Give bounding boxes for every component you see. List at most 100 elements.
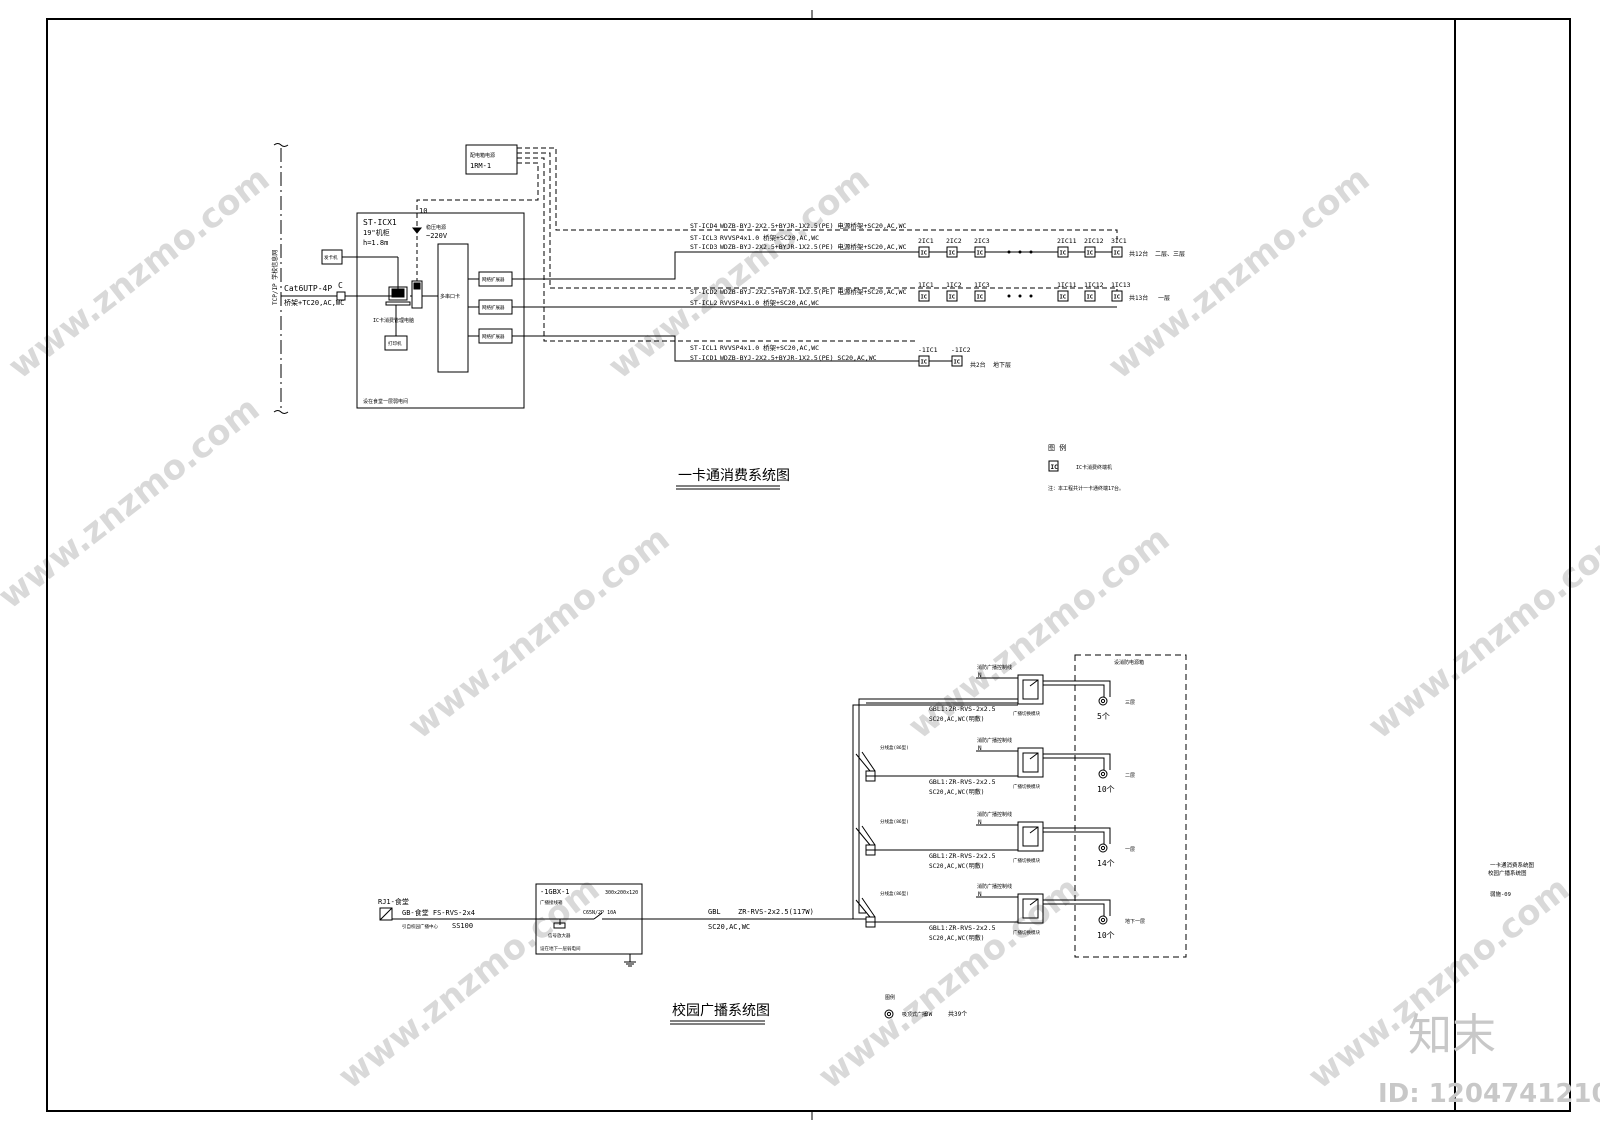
terminal-label: 2IC1 — [918, 237, 934, 245]
ic-terminal-icon — [951, 355, 963, 367]
diagram-title: 一卡通消费系统图 — [678, 468, 790, 484]
module-label: 广播切换模块 — [1013, 710, 1040, 717]
multiport-card — [437, 243, 469, 373]
junction-link — [861, 897, 876, 918]
brand-logo: 知末 — [1408, 1010, 1496, 1061]
ic-terminal-icon — [974, 246, 986, 258]
relay-contact-icon — [1029, 826, 1039, 834]
speaker-count: 5个 — [1097, 712, 1110, 721]
line-spec: WDZB-BYJ-2X2.5+BYJR-1X2.5(PE) 电源桥架+SC20,… — [720, 287, 907, 296]
riser-line — [858, 698, 1018, 914]
ic-symbol: IC — [949, 251, 956, 257]
main-line-cable: ZR-RVS-2x2.5(117W) — [738, 908, 814, 916]
floor-conduit-label: SC20,AC,WC(明敷) — [929, 715, 984, 723]
speaker-line — [1043, 757, 1105, 770]
line-code: ST-ICL1 — [690, 344, 717, 352]
fire-power-panel — [1074, 654, 1187, 958]
line-spec: WDZB-BYJ-2X2.5+BYJR-1X2.5(PE) SC20,AC,WC — [720, 354, 877, 362]
speaker-line — [1043, 753, 1111, 770]
watermark-text: www.znzmo.com — [0, 389, 267, 617]
fire-panel-label: 设消防电源箱 — [1114, 659, 1144, 666]
control-line-label: 消防广播控制线 — [977, 883, 1012, 890]
junction-link — [855, 827, 871, 846]
source-outlet-icon — [379, 907, 393, 921]
rack-cabinet — [356, 212, 525, 409]
switch-module-box — [1017, 747, 1044, 778]
floor-cable-label: GBL1:ZR-RVS-2x2.5 — [929, 778, 996, 786]
power-arrow-icon — [411, 227, 423, 234]
brand-id: ID: 1204741210 — [1378, 1079, 1600, 1109]
ic-terminal-icon — [918, 246, 930, 258]
terminal-label: 2IC2 — [946, 237, 962, 245]
terminal-label: 2IC11 — [1057, 237, 1077, 245]
terminal-label: -1IC2 — [951, 346, 971, 354]
outlet-node-label: C — [338, 281, 343, 290]
line-labels: ST-ICD4 WDZB-BYJ-2X2.5+BYJR-1X2.5(PE) 电源… — [690, 221, 907, 362]
speaker-line — [1043, 831, 1105, 844]
ic-symbol: IC — [1051, 464, 1059, 471]
legend-title: 图例 — [885, 994, 895, 1001]
title-block: 一卡通消费系统图 校园广播系统图 弱施-09 — [1488, 861, 1535, 898]
terminal-label: 2IC12 — [1084, 237, 1104, 245]
terminal-label: 1IC3 — [974, 281, 990, 289]
power-label: 稳压电源 — [426, 224, 446, 231]
junction-box-icon — [865, 770, 876, 782]
terminal-label: 2IC3 — [974, 237, 990, 245]
speaker-icon-inner — [1100, 917, 1106, 923]
floor-label: 地下一层 — [1125, 918, 1145, 925]
speaker-line — [1043, 903, 1105, 916]
power-feeders — [416, 147, 1118, 342]
junction-label: 分线盒(86型) — [880, 744, 909, 751]
source-note: 引自校园广播中心 — [402, 923, 438, 930]
terminal-label: 1IC2 — [946, 281, 962, 289]
row-floor: 地下层 — [993, 361, 1011, 369]
floor-conduit-label: SC20,AC,WC(明敷) — [929, 862, 984, 870]
riser-line — [852, 704, 1018, 920]
ground-icon — [624, 961, 636, 967]
uplink-cable-label: Cat6UTP-4P — [284, 284, 332, 293]
speaker-icon — [884, 1009, 894, 1019]
ellipsis-dots — [1007, 250, 1033, 298]
floor-label: 三层 — [1125, 700, 1135, 706]
ic-symbol: IC — [1087, 251, 1094, 257]
control-line-label: 消防广播控制线 — [977, 811, 1012, 818]
breaker-label: C65N/2P 10A — [583, 910, 616, 916]
floor-cable-label: GBL1:ZR-RVS-2x2.5 — [929, 705, 996, 713]
expander-label: 网络扩展器 — [482, 333, 505, 340]
ic-symbol: IC — [1114, 295, 1121, 301]
speaker-count: 10个 — [1097, 931, 1115, 940]
floor-label: 二层 — [1125, 773, 1135, 779]
legend-item: 吸顶式广播 — [902, 1011, 927, 1018]
power-num: 10 — [419, 207, 427, 215]
ic-symbol: IC — [921, 360, 928, 366]
speaker-line — [1043, 899, 1111, 916]
junction-link — [861, 825, 876, 846]
speaker-line — [1043, 680, 1111, 697]
floor-conduit-label: SC20,AC,WC(明敷) — [929, 934, 984, 942]
line-code: ST-ICD3 — [690, 243, 717, 251]
speaker-line — [1043, 684, 1105, 697]
watermark-text: www.znzmo.com — [1101, 159, 1377, 387]
main-line-conduit: SC20,AC,WC — [708, 923, 750, 931]
line-code: ST-ICD1 — [690, 354, 717, 362]
control-line-label: 消防广播控制线 — [977, 737, 1012, 744]
power-distribution-box — [465, 144, 518, 175]
watermark-text: www.znzmo.com — [401, 519, 677, 747]
neutral-label: N — [978, 891, 982, 898]
printer-box — [384, 335, 408, 351]
expander-label: 网络扩展器 — [482, 276, 505, 283]
signal-lines — [512, 251, 1117, 362]
box-sub: 广播接线箱 — [540, 899, 563, 906]
source-cable: GB-食堂 FS-RVS-2x4 — [402, 908, 475, 917]
ic-terminal-icon — [918, 290, 930, 302]
ic-symbol: IC — [949, 295, 956, 301]
ic-manager-label: IC卡消费管理电脑 — [373, 317, 414, 324]
module-label: 广播切换模块 — [1013, 783, 1040, 790]
floor-branches: 消防广播控制线N5个三层GBL1:ZR-RVS-2x2.5SC20,AC,WC(… — [855, 664, 1145, 942]
relay-contact-icon — [1029, 898, 1039, 906]
ic-terminal-icon — [974, 290, 986, 302]
legend-power: 3W — [925, 1011, 933, 1018]
ic-symbol: IC — [1087, 295, 1094, 301]
power-voltage: ~220V — [426, 232, 448, 240]
